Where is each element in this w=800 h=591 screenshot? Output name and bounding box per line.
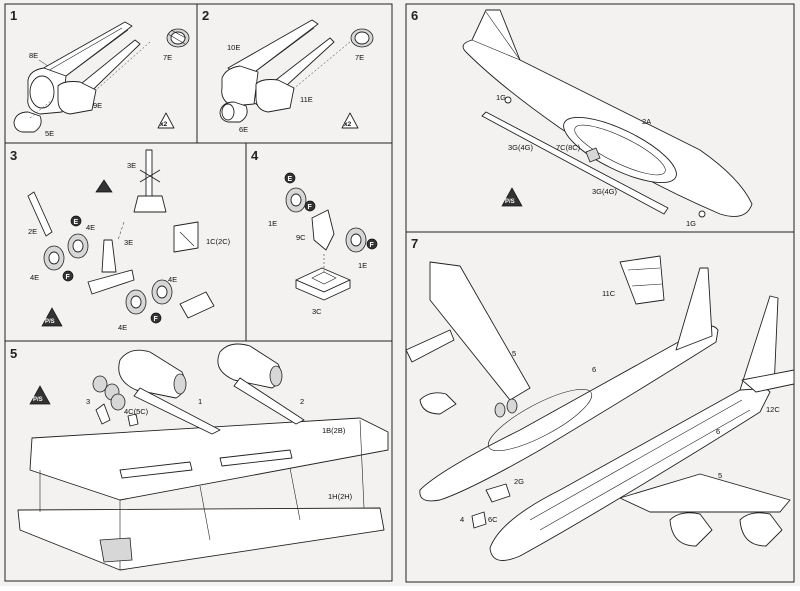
- part-label: 2E: [28, 227, 37, 236]
- left-page: 1 8E 7E 9E 5E x2: [4, 3, 393, 582]
- step-6: 6 1G 2A 3G(4G) 7C(8C) 3G(4G) 1G P/S: [411, 8, 753, 228]
- step-7: 7: [405, 236, 795, 561]
- engine-pylon-drawing: [219, 19, 374, 123]
- part-label: 4E: [168, 275, 177, 284]
- step-3: 3 3E 2E 4: [10, 148, 231, 332]
- part-label: 7C(8C): [556, 143, 581, 152]
- part-label: 4E: [30, 273, 39, 282]
- part-label: 4C(5C): [124, 407, 149, 416]
- wing-drawing: [17, 417, 389, 571]
- fuselage-half-drawing: [462, 9, 753, 218]
- wing-engine-drawing: [118, 343, 305, 435]
- part-label: 2: [300, 397, 304, 406]
- part-label: 12C: [766, 405, 780, 414]
- part-label: 3: [86, 397, 90, 406]
- ps-triangle-icon: [29, 385, 51, 405]
- part-label: 6: [716, 427, 720, 436]
- marker-f-label: F: [308, 204, 313, 211]
- part-label: 3E: [127, 161, 136, 170]
- part-label: 9E: [93, 101, 102, 110]
- part-label: 7E: [163, 53, 172, 62]
- step-number: 1: [10, 8, 17, 23]
- part-label: 11C: [602, 289, 616, 298]
- step-number: 2: [202, 8, 209, 23]
- nose-gear-drawing: [285, 187, 367, 301]
- part-label: 3G(4G): [508, 143, 534, 152]
- part-label: 1E: [358, 261, 367, 270]
- part-label: 6E: [239, 125, 248, 134]
- part-label: 3C: [312, 307, 322, 316]
- tail-fin-drawing: [619, 255, 665, 305]
- part-label: 1G: [496, 93, 506, 102]
- right-page: 6 1G 2A 3G(4G) 7C(8C) 3G(4G) 1G P/S 7: [405, 3, 795, 583]
- part-label: 6C: [488, 515, 498, 524]
- part-label: 8E: [29, 51, 38, 60]
- step-number: 3: [10, 148, 17, 163]
- part-label: 4E: [86, 223, 95, 232]
- marker-f-icon: [150, 312, 162, 324]
- part-label: 1B(2B): [322, 426, 346, 435]
- multiplier-triangle: [341, 112, 359, 129]
- marker-f-label: F: [66, 274, 71, 281]
- ps-label: P/S: [505, 199, 515, 205]
- part-label: 1C(2C): [206, 237, 231, 246]
- part-label: 2G: [514, 477, 524, 486]
- step-5: 5 P/S: [10, 343, 389, 571]
- ps-triangle-icon: [501, 187, 523, 207]
- orientation-arrow-icon: [95, 179, 113, 193]
- step-2: 2 10E 7E 11E 6E x2: [202, 8, 374, 134]
- marker-e-label: E: [74, 219, 79, 226]
- small-part-drawing: [127, 413, 139, 427]
- marker-f-icon: [62, 270, 74, 282]
- engine-pylon-drawing: [13, 21, 190, 133]
- ps-label: P/S: [33, 397, 43, 403]
- panel-frame-7: [405, 231, 795, 583]
- step-number: 4: [251, 148, 259, 163]
- part-label: 9C: [296, 233, 306, 242]
- part-label: 2A: [642, 117, 651, 126]
- part-label: 3G(4G): [592, 187, 618, 196]
- part-label: 1: [198, 397, 202, 406]
- part-label: 5E: [45, 129, 54, 138]
- multiplier-triangle: [157, 112, 175, 129]
- marker-e-icon: [284, 172, 296, 184]
- panel-frame-5: [4, 340, 393, 582]
- step-number: 7: [411, 236, 418, 251]
- step-number: 5: [10, 346, 17, 361]
- upper-aircraft-drawing: [405, 261, 719, 502]
- main-landing-gear-drawing: [27, 149, 215, 319]
- part-label: 6: [592, 365, 596, 374]
- gear-on-wing-drawing: [92, 375, 126, 425]
- marker-e-label: E: [288, 176, 293, 183]
- wheel-set: [43, 233, 173, 315]
- multiplier-label: x2: [344, 121, 352, 128]
- step-1: 1 8E 7E 9E 5E x2: [10, 8, 190, 138]
- step-number: 6: [411, 8, 418, 23]
- part-label: 1H(2H): [328, 492, 353, 501]
- part-label: 10E: [227, 43, 240, 52]
- part-label: 1G: [686, 219, 696, 228]
- part-label: 7E: [355, 53, 364, 62]
- marker-e-icon: [70, 215, 82, 227]
- lower-aircraft-drawing: [471, 295, 795, 561]
- part-label: 5: [512, 349, 516, 358]
- marker-f-label: F: [154, 316, 159, 323]
- ps-label: P/S: [45, 319, 55, 325]
- part-label: 1E: [268, 219, 277, 228]
- part-label: 4: [460, 515, 464, 524]
- ps-triangle-icon: [41, 307, 63, 327]
- multiplier-label: x2: [160, 121, 168, 128]
- part-label: 3E: [124, 238, 133, 247]
- marker-f-icon: [366, 238, 378, 250]
- part-label: 5: [718, 471, 722, 480]
- marker-f-icon: [304, 200, 316, 212]
- part-label: 11E: [300, 95, 313, 104]
- marker-f-label: F: [370, 242, 375, 249]
- step-4: 4 1E 9C 1E 3C E F F: [251, 148, 378, 316]
- part-label: 4E: [118, 323, 127, 332]
